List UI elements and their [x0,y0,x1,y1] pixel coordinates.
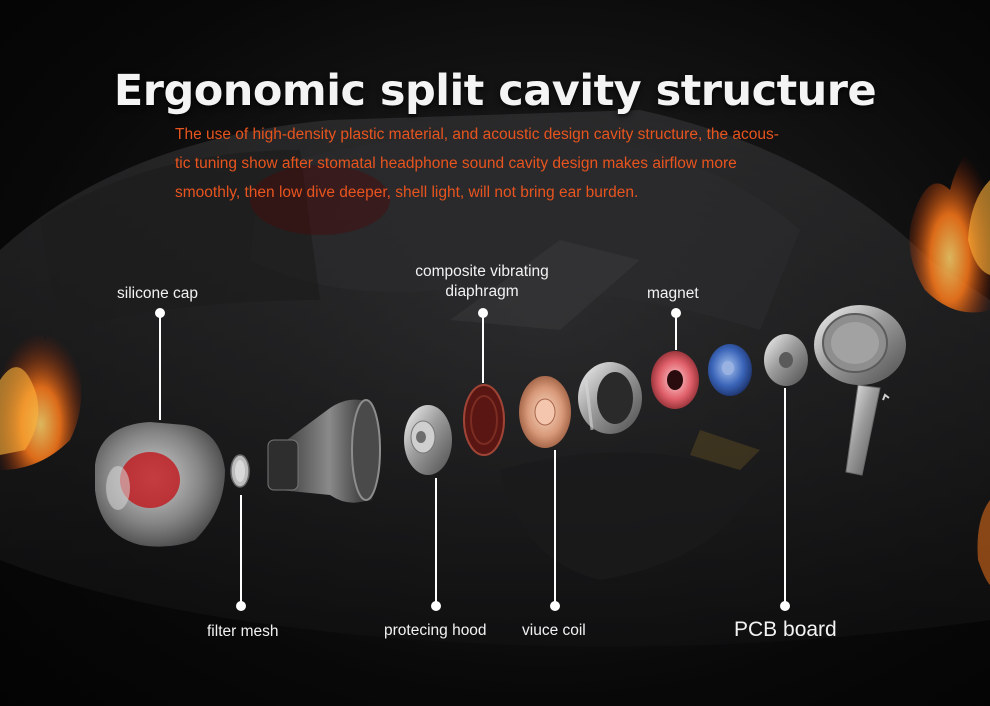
label-diaphragm-line1: composite vibrating [415,263,549,280]
leader-dot-silicone-cap [155,308,165,318]
silicone-cap-part [95,422,225,547]
horn-shell-part [267,399,381,503]
leader-dot-voice-coil [550,601,560,611]
protecting-hood-part [404,405,452,475]
label-diaphragm: composite vibrating diaphragm [396,262,568,302]
leader-dot-filter-mesh [236,601,246,611]
leader-dot-pcb-board [780,601,790,611]
diaphragm-part [463,384,505,456]
magnet-part [651,351,699,409]
description-line: tic tuning show after stomatal headphone… [175,155,737,172]
label-silicone-cap: silicone cap [117,285,198,302]
leader-dot-diaphragm [478,308,488,318]
leader-dot-magnet [671,308,681,318]
label-filter-mesh: filter mesh [207,623,279,640]
voice-coil-part [519,376,571,448]
page-title: Ergonomic split cavity structure [113,66,877,116]
label-voice-coil: viuce coil [522,622,586,639]
label-pcb-board: PCB board [734,618,837,641]
label-diaphragm-line2: diaphragm [445,283,519,300]
pcb-board-part [814,305,906,476]
product-description: The use of high-density plastic material… [175,120,815,207]
label-magnet: magnet [647,285,699,302]
metal-washer-part [764,334,808,386]
label-protecting-hood: protecing hood [384,622,487,639]
metal-ring-part [578,362,642,434]
leader-dot-protecting-hood [431,601,441,611]
description-line: The use of high-density plastic material… [175,126,779,143]
blue-cap-part [708,344,752,396]
description-line: smoothly, then low dive deeper, shell li… [175,184,639,201]
filter-mesh-part [230,454,250,488]
